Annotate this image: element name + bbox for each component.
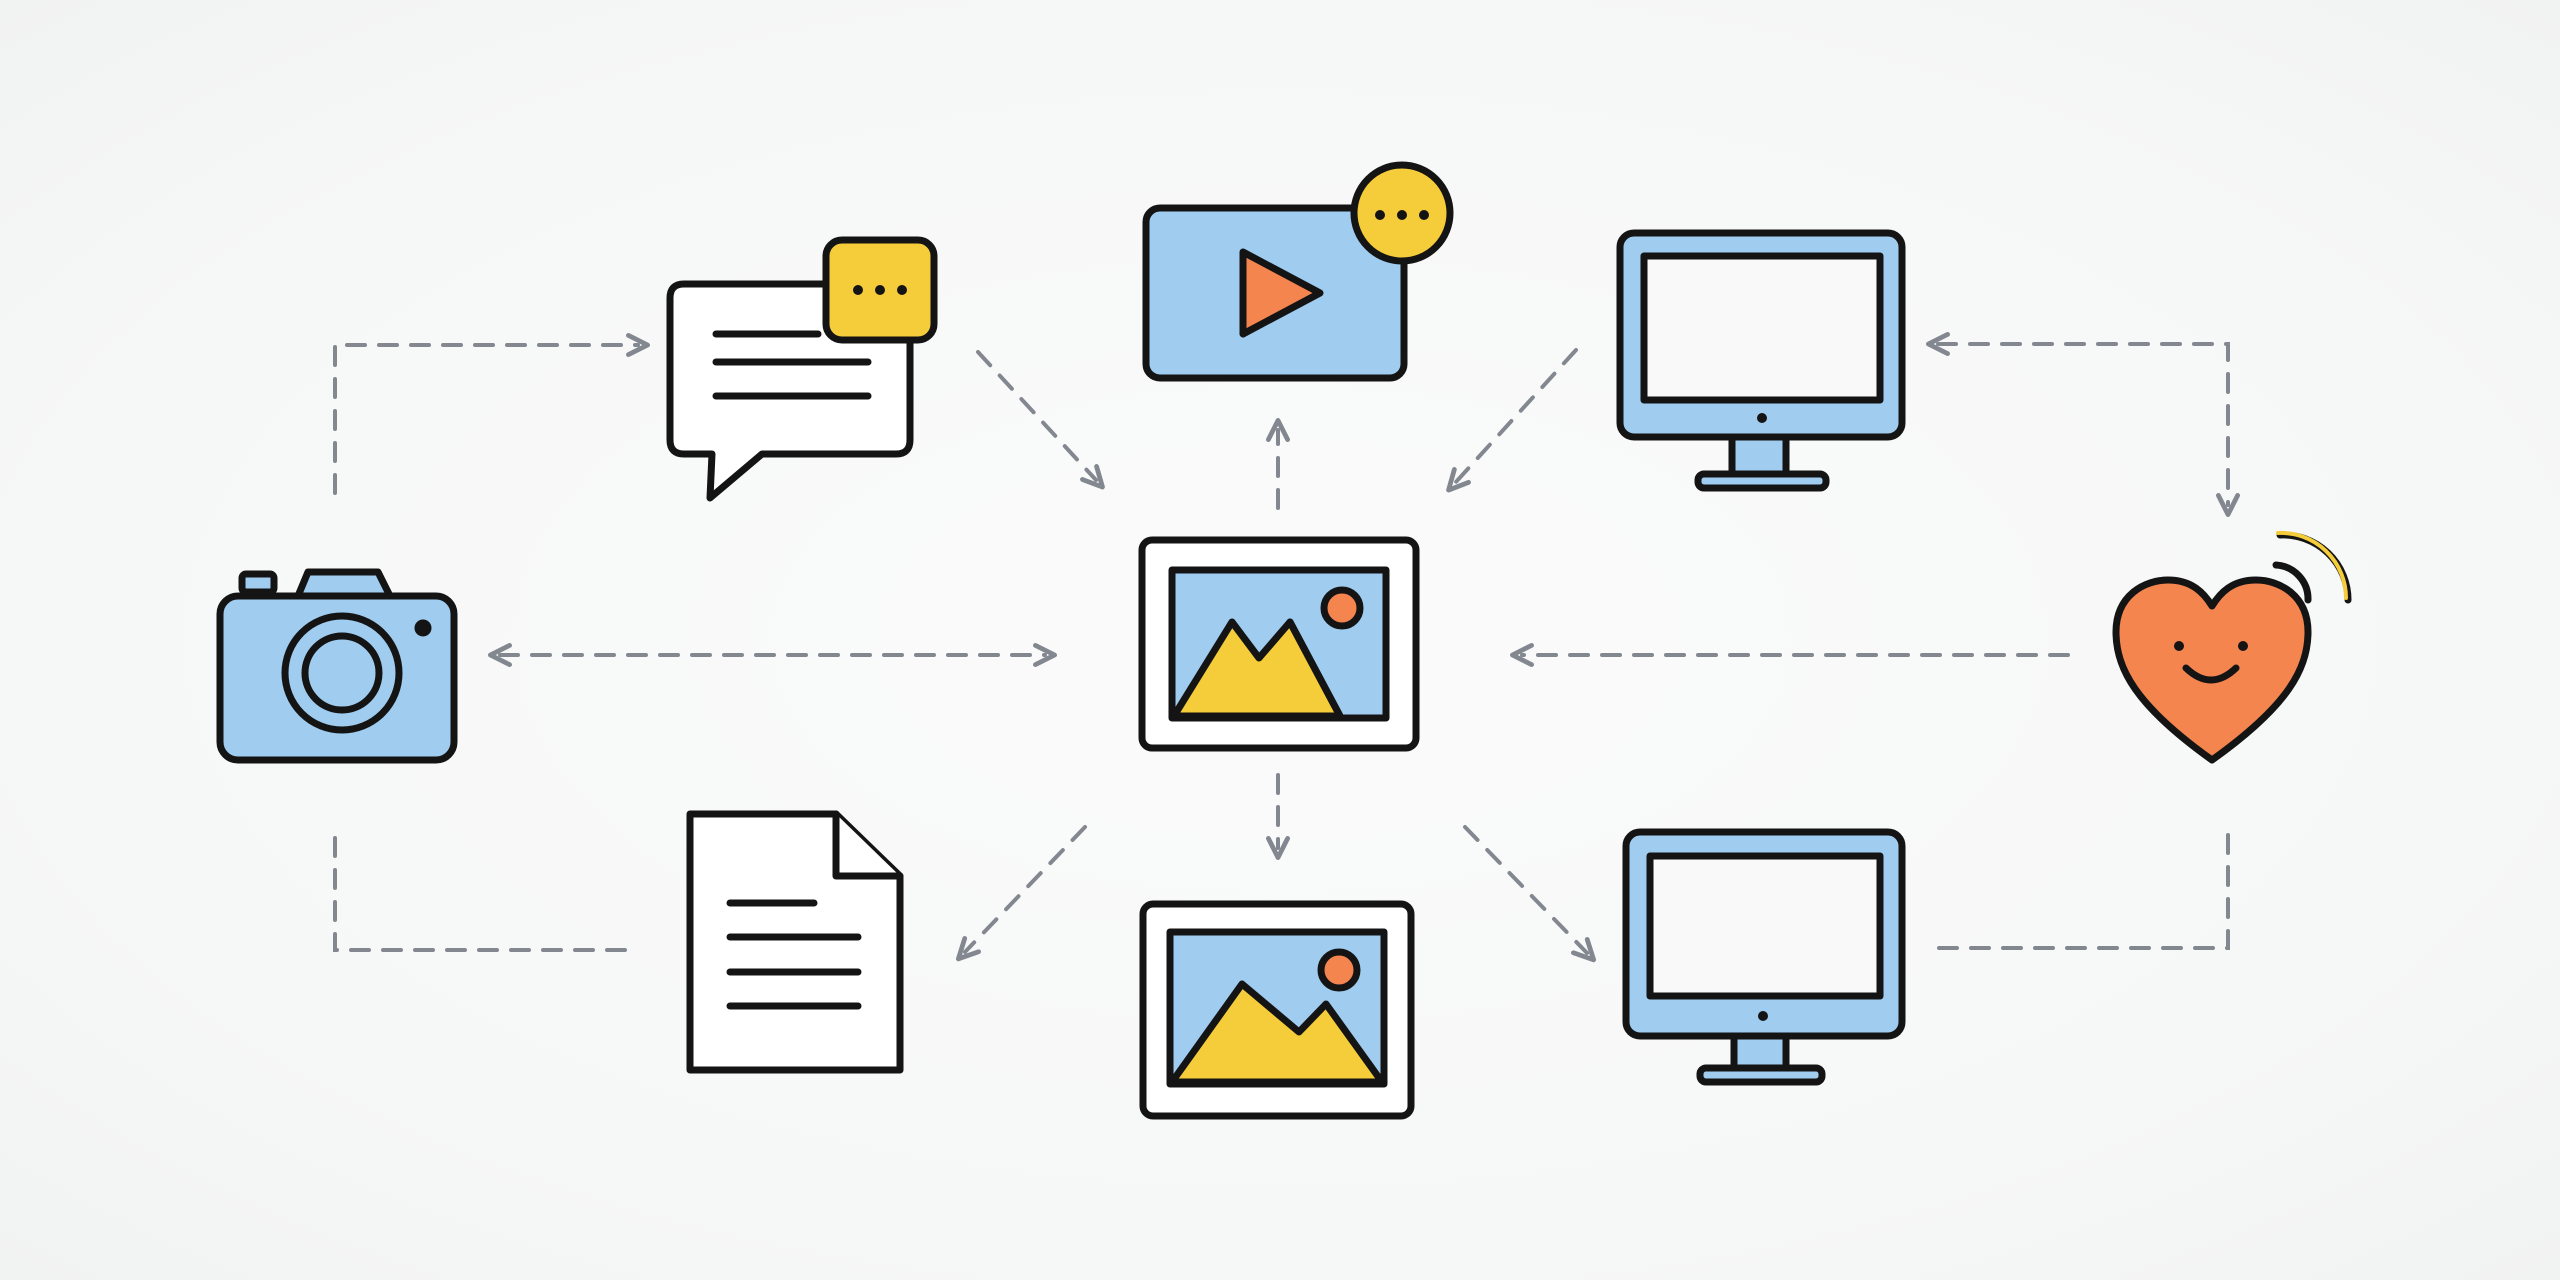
connector-image-center-to-document xyxy=(955,825,1087,962)
connector-chat-to-image-center xyxy=(976,350,1105,490)
connector-camera-to-chat xyxy=(333,333,650,495)
smiling-heart-icon xyxy=(2112,530,2352,764)
video-player-icon xyxy=(1142,161,1454,382)
connectors xyxy=(333,332,2240,963)
connector-image-center-to-monitor-bottom xyxy=(1463,825,1597,963)
desktop-monitor-icon xyxy=(1616,229,1906,492)
connector-monitor-top-to-image-center xyxy=(1446,348,1578,493)
desktop-monitor-icon xyxy=(1622,828,1906,1086)
camera-icon xyxy=(216,568,458,764)
connector-monitor-top-heart xyxy=(1926,332,2240,517)
chat-bubble-icon xyxy=(666,236,938,502)
connector-heart-to-monitor-bottom xyxy=(1936,833,2230,950)
connector-camera-to-document xyxy=(333,836,632,952)
document-icon xyxy=(686,810,904,1074)
image-frame-icon xyxy=(1139,900,1415,1120)
image-frame-icon xyxy=(1138,536,1420,752)
